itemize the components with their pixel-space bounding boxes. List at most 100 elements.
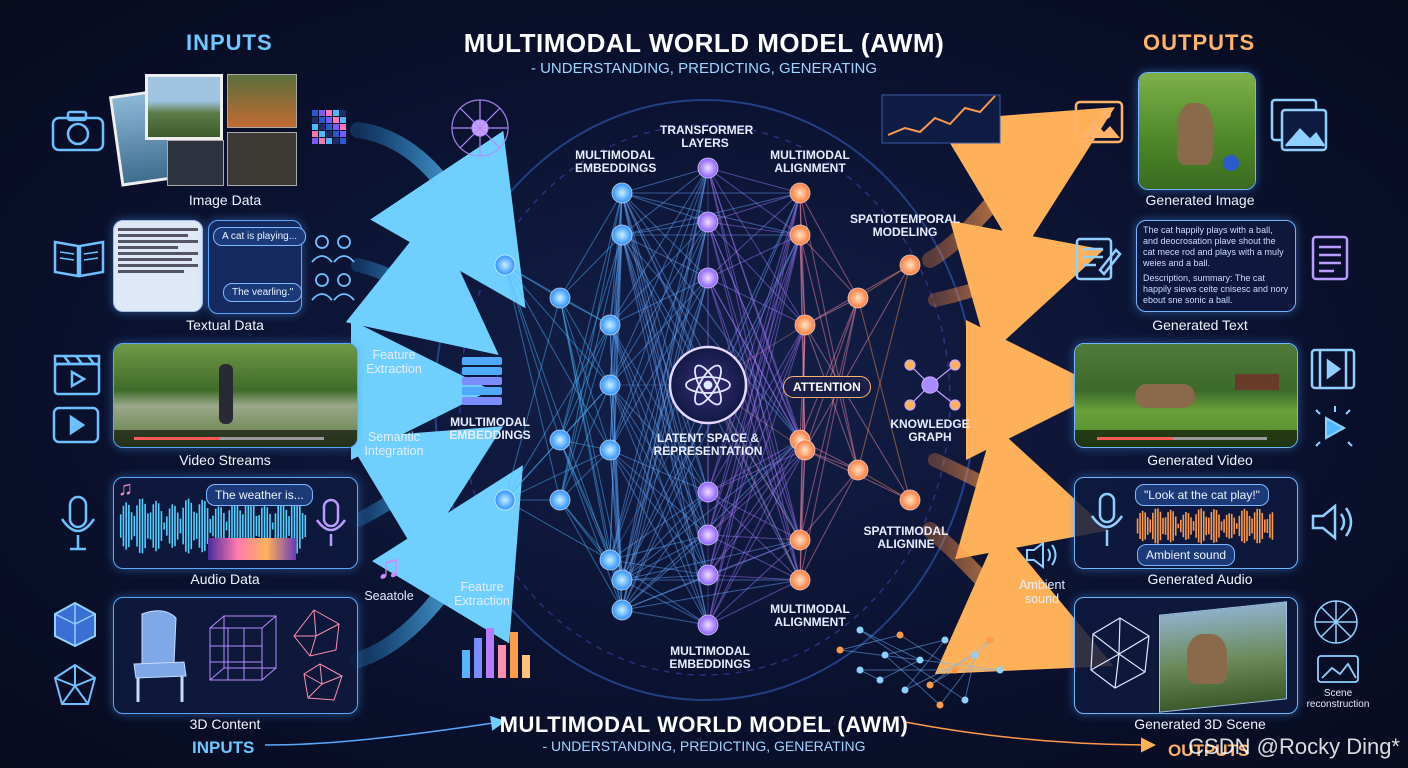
outputs-heading: OUTPUTS [1143,30,1255,56]
input-caption-image: Image Data [160,192,290,208]
generated-text-panel: The cat happily plays with a ball, and d… [1136,220,1296,312]
network-node [790,570,810,590]
watermark: CSDN @Rocky Ding* [1188,734,1400,760]
scene-icon [1316,654,1360,689]
network-node [900,490,920,510]
network-link [622,610,708,625]
knowledge-graph-icon [905,360,960,410]
network-node [795,440,815,460]
output-caption-video: Generated Video [1125,452,1275,468]
label-latent-space: LATENT SPACE & REPRESENTATION [646,432,770,458]
speaker-icon-small [1024,540,1060,575]
network-node [550,288,570,308]
attention-badge: ATTENTION [783,376,871,398]
text-bubble-1: A cat is playing... [213,227,306,246]
music-note-icon-2: ♫ [376,548,402,587]
image-thumbnails [115,74,300,186]
flow-label-feature-extraction-1: Feature Extraction [362,348,426,376]
label-top-alignment: MULTIMODAL ALIGNMENT [765,149,855,175]
network-node [495,490,515,510]
document-icon [1310,234,1350,287]
camera-icon [50,108,106,157]
generated-video-panel [1074,343,1298,448]
network-link [800,470,858,580]
network-node [848,288,868,308]
network-node [698,615,718,635]
brain-network-icon [452,100,508,156]
cat-shape [1177,103,1213,165]
network-node [698,268,718,288]
point-cloud-icon [837,627,1004,709]
network-link [800,193,858,298]
generated-3d-panel [1074,597,1298,714]
network-node [698,565,718,585]
label-bottom-embeddings: MULTIMODAL EMBEDDINGS [660,645,760,671]
edit-note-icon [1074,236,1124,287]
inputs-heading: INPUTS [186,30,273,56]
flow-label-seaatole: Seaatole [362,589,416,603]
text-bubble-2: The vearling." [223,283,302,302]
input-caption-text: Textual Data [160,317,290,333]
scene-reconstruction-label: Scene reconstruction [1300,688,1376,710]
generated-audio-panel: "Look at the cat play!" Ambient sound [1074,477,1298,569]
network-node [550,430,570,450]
network-node [848,460,868,480]
text-input-panel [113,220,203,312]
network-node [612,600,632,620]
microphone-icon [58,495,98,558]
output-caption-text: Generated Text [1125,317,1275,333]
network-link [560,325,610,500]
pixel-grid-icon [312,110,346,149]
wire-cube-icon [210,616,276,680]
generated-image-panel [1138,72,1256,190]
audio-bubble: The weather is... [206,484,313,506]
film-strip-icon [1310,348,1356,395]
input-caption-audio: Audio Data [160,571,290,587]
network-node [495,255,515,275]
people-icon [308,232,358,307]
images-stack-icon [1270,98,1330,159]
microphone-icon-small [314,498,348,550]
audio-input-panel: The weather is... [113,477,358,569]
embedding-stack-icon [462,355,502,407]
network-node [600,375,620,395]
network-node [612,570,632,590]
label-transformer-layers: TRANSFORMER LAYERS [660,124,750,150]
label-knowledge-graph: KNOWLEDGE GRAPH [882,418,978,444]
generated-text-2: Description, summary: The cat happily si… [1143,273,1289,306]
output-audio-bubble: "Look at the cat play!" [1135,484,1269,506]
label-top-embeddings: MULTIMODAL EMBEDDINGS [575,149,655,175]
chair-icon [134,611,186,702]
flow-label-semantic-integration: Semantic Integration [362,430,426,458]
network-node [600,550,620,570]
network-link [708,575,800,580]
3d-input-panel [113,597,358,714]
geodesic-sphere-icon [1312,598,1360,651]
network-node [612,183,632,203]
input-caption-video: Video Streams [160,452,290,468]
ambient-sound-bubble: Ambient sound [1137,544,1235,566]
label-left-embeddings: MULTIMODAL EMBEDDINGS [445,416,535,442]
network-node [612,225,632,245]
network-node [600,440,620,460]
footer-inputs-label: INPUTS [192,738,254,758]
network-node [795,315,815,335]
sparkle-play-icon [1310,404,1360,455]
speaker-icon [1310,502,1356,547]
network-node [698,482,718,502]
label-spatiotemporal: SPATIOTEMPORAL MODELING [850,213,960,239]
network-node [550,490,570,510]
network-node [698,158,718,178]
network-node [900,255,920,275]
network-node [790,183,810,203]
book-icon [52,236,106,283]
image-frame-icon [1074,100,1124,149]
output-caption-audio: Generated Audio [1125,571,1275,587]
network-link [560,193,622,298]
line-chart-icon [882,95,1000,143]
label-bottom-alignment: MULTIMODAL ALIGNMENT [762,603,858,629]
network-node [698,212,718,232]
wire-polyhedron-icon [294,610,342,700]
video-input-panel [113,343,358,448]
flow-label-feature-extraction-2: Feature Extraction [450,580,514,608]
